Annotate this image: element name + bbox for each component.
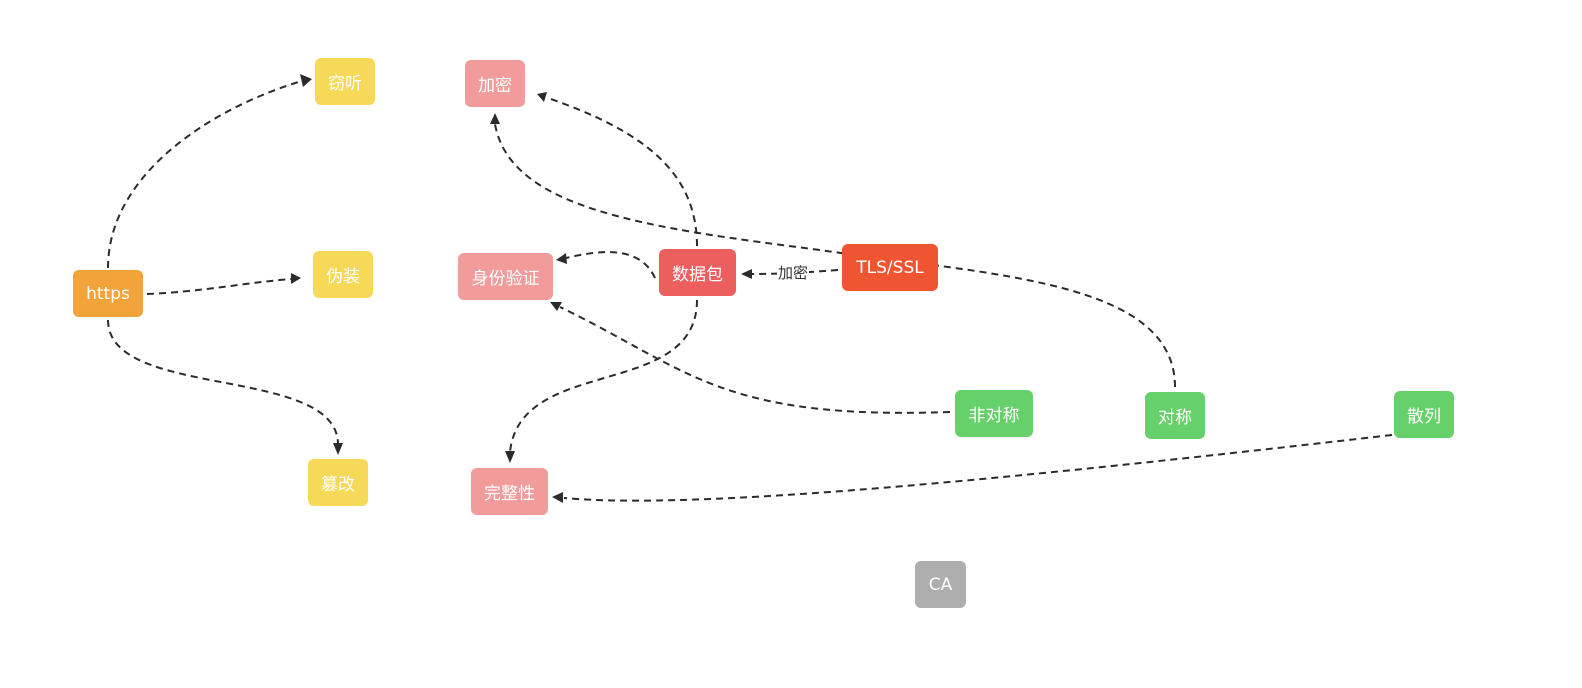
arrowhead-spoof — [291, 273, 301, 284]
node-tamper[interactable]: 篡改 — [308, 459, 368, 506]
arrowhead-encrypt-from-packet — [537, 92, 547, 102]
node-authentication[interactable]: 身份验证 — [458, 253, 553, 300]
node-asymmetric[interactable]: 非对称 — [955, 390, 1033, 437]
node-tls-ssl[interactable]: TLS/SSL — [842, 244, 938, 291]
edge-hash-to-integrity — [563, 434, 1393, 502]
node-ca[interactable]: CA — [915, 561, 966, 608]
arrowhead-integrity-from-hash — [552, 492, 563, 503]
arrowhead-integrity-from-packet — [505, 451, 515, 463]
node-hash[interactable]: 散列 — [1394, 391, 1454, 438]
edge-packet-to-integrity — [509, 299, 698, 453]
edge-asym-to-auth — [559, 306, 951, 414]
edge-packet-to-auth — [565, 251, 656, 279]
edge-label-encrypt: 加密 — [777, 264, 810, 282]
edge-sym-to-encrypt — [494, 123, 1176, 388]
node-integrity[interactable]: 完整性 — [471, 468, 548, 515]
edge-https-to-spoof — [146, 278, 293, 295]
node-spoof[interactable]: 伪装 — [313, 251, 373, 298]
arrowhead-packet-from-tls — [741, 269, 752, 279]
node-symmetric[interactable]: 对称 — [1145, 392, 1205, 439]
node-packet[interactable]: 数据包 — [659, 249, 736, 296]
edge-packet-to-encrypt — [547, 97, 698, 247]
edge-https-to-tamper — [107, 319, 339, 444]
edge-https-to-eavesdrop — [107, 80, 303, 269]
node-eavesdrop[interactable]: 窃听 — [315, 58, 375, 105]
node-https[interactable]: https — [73, 270, 143, 317]
arrowhead-tamper — [333, 443, 343, 455]
node-encrypt[interactable]: 加密 — [465, 60, 525, 107]
arrowhead-encrypt-from-sym — [490, 113, 500, 124]
arrowhead-eavesdrop — [300, 74, 312, 87]
arrowhead-auth-from-packet — [556, 253, 567, 264]
arrowhead-auth-from-asym — [550, 302, 562, 311]
